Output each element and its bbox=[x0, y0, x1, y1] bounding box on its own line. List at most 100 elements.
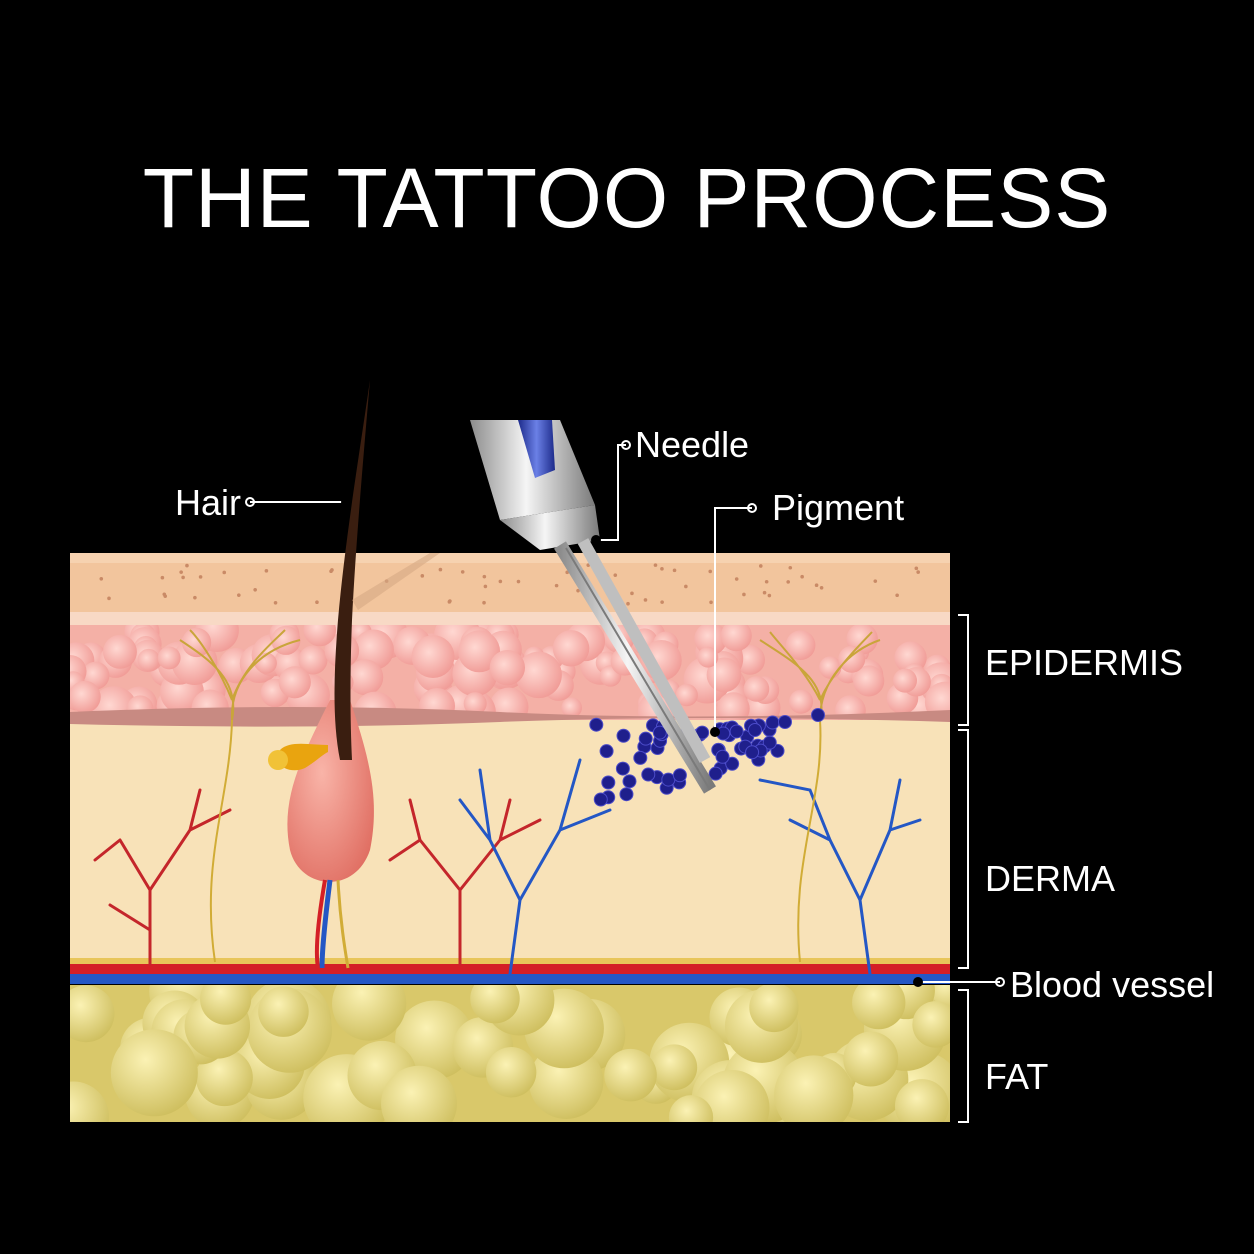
epidermis-cell bbox=[515, 651, 562, 699]
pigment-dot bbox=[593, 792, 608, 807]
pigment-dot bbox=[748, 723, 762, 737]
epidermis-cell bbox=[458, 630, 501, 673]
derma-layer bbox=[70, 718, 950, 968]
pigment-dot bbox=[729, 724, 744, 739]
pigment-dot bbox=[762, 735, 777, 750]
epidermis-cell bbox=[853, 665, 885, 697]
hair-follicle-icon bbox=[268, 700, 374, 969]
pigment-dot bbox=[715, 749, 730, 764]
epidermis-surface bbox=[70, 553, 950, 615]
skin-pore bbox=[814, 583, 819, 588]
skin-pore bbox=[554, 583, 559, 588]
epidermis-cell bbox=[137, 648, 160, 672]
skin-pore bbox=[914, 566, 919, 571]
skin-pore bbox=[99, 576, 104, 581]
skin-pore bbox=[482, 574, 487, 579]
epidermis-cell bbox=[489, 649, 526, 686]
pigment-dot bbox=[638, 731, 653, 746]
skin-pore bbox=[498, 579, 503, 584]
layer-brackets bbox=[958, 614, 969, 1123]
skin-pore bbox=[198, 575, 203, 579]
fat-cell bbox=[894, 1079, 949, 1122]
skin-pore bbox=[179, 570, 183, 574]
label-fat: FAT bbox=[985, 1056, 1049, 1097]
label-derma: DERMA bbox=[985, 858, 1116, 899]
pigment-dot bbox=[615, 761, 630, 776]
fat-cell bbox=[110, 1029, 198, 1117]
skin-pore bbox=[438, 567, 443, 572]
skin-pore bbox=[420, 574, 425, 578]
skin-pore bbox=[916, 570, 920, 574]
label-blood-vessel: Blood vessel bbox=[1010, 964, 1215, 1005]
skin-pore bbox=[264, 569, 269, 573]
skin-pore bbox=[181, 575, 185, 580]
pigment-dot bbox=[765, 715, 780, 730]
skin-pore bbox=[819, 585, 824, 590]
skin-pore bbox=[160, 575, 165, 580]
epidermis-cell bbox=[70, 680, 101, 713]
label-epidermis: EPIDERMIS bbox=[985, 642, 1184, 683]
pigment-dot bbox=[811, 708, 825, 722]
skin-pore bbox=[758, 564, 763, 568]
fat-cell bbox=[852, 985, 906, 1030]
pigment-dot bbox=[633, 750, 648, 765]
pigment-dot bbox=[672, 768, 687, 783]
epidermis-cell bbox=[489, 687, 529, 720]
pigment-dot bbox=[725, 756, 740, 771]
epidermis-cell bbox=[717, 692, 750, 720]
pigment-dot bbox=[708, 766, 723, 781]
diagram-title: THE TATTOO PROCESS bbox=[142, 151, 1112, 245]
skin-pore bbox=[482, 600, 486, 605]
pigment-dot bbox=[589, 717, 604, 732]
pigment-dot bbox=[599, 744, 614, 759]
skin-pore bbox=[329, 569, 333, 574]
fat-cell bbox=[195, 1049, 253, 1107]
epidermis-cell bbox=[561, 697, 582, 718]
skin-pore bbox=[895, 593, 899, 598]
fat-cell bbox=[381, 1065, 457, 1122]
skin-pore bbox=[185, 563, 189, 568]
skin-pore bbox=[672, 568, 677, 573]
epidermis-cell bbox=[347, 659, 384, 696]
pigment-dot bbox=[661, 772, 676, 787]
fat-cell bbox=[70, 985, 115, 1043]
skin-pore bbox=[222, 570, 227, 575]
pigment-dot bbox=[622, 774, 637, 789]
skin-pore bbox=[786, 580, 790, 584]
skin-pore bbox=[800, 574, 804, 579]
epidermis-cell bbox=[298, 645, 328, 675]
pigment-dot bbox=[619, 787, 634, 802]
label-needle: Needle bbox=[635, 424, 750, 465]
epidermis-cell bbox=[694, 625, 728, 656]
epidermis-cell bbox=[789, 689, 814, 714]
fat-cell bbox=[258, 986, 309, 1037]
skin-pore bbox=[788, 565, 793, 570]
fat-cell bbox=[668, 1095, 714, 1122]
skin-pore bbox=[626, 601, 630, 606]
epidermis-cell bbox=[411, 635, 455, 678]
skin-pore bbox=[447, 600, 452, 604]
fat-cell bbox=[774, 1055, 854, 1122]
pigment-dot bbox=[652, 725, 667, 740]
hair-shaft-icon bbox=[334, 380, 370, 760]
skin-pore bbox=[653, 563, 658, 567]
skin-pore bbox=[516, 579, 521, 584]
fat-cell bbox=[395, 1000, 474, 1080]
skin-pore bbox=[193, 595, 197, 600]
fat-cell bbox=[604, 1048, 657, 1102]
fat-cell bbox=[693, 1069, 770, 1122]
skin-pore bbox=[742, 592, 746, 597]
skin-pore bbox=[762, 590, 767, 595]
epidermis-cell bbox=[892, 668, 918, 693]
epidermis-cell bbox=[303, 625, 337, 647]
skin-pore bbox=[237, 593, 241, 597]
skin-pore bbox=[460, 570, 465, 574]
epidermis-cell bbox=[181, 627, 212, 658]
fat-cell bbox=[651, 1044, 698, 1091]
epidermis-cell bbox=[157, 646, 181, 670]
pigment-dot bbox=[778, 715, 792, 729]
epidermis-cell bbox=[278, 666, 311, 699]
skin-pore bbox=[767, 593, 772, 598]
